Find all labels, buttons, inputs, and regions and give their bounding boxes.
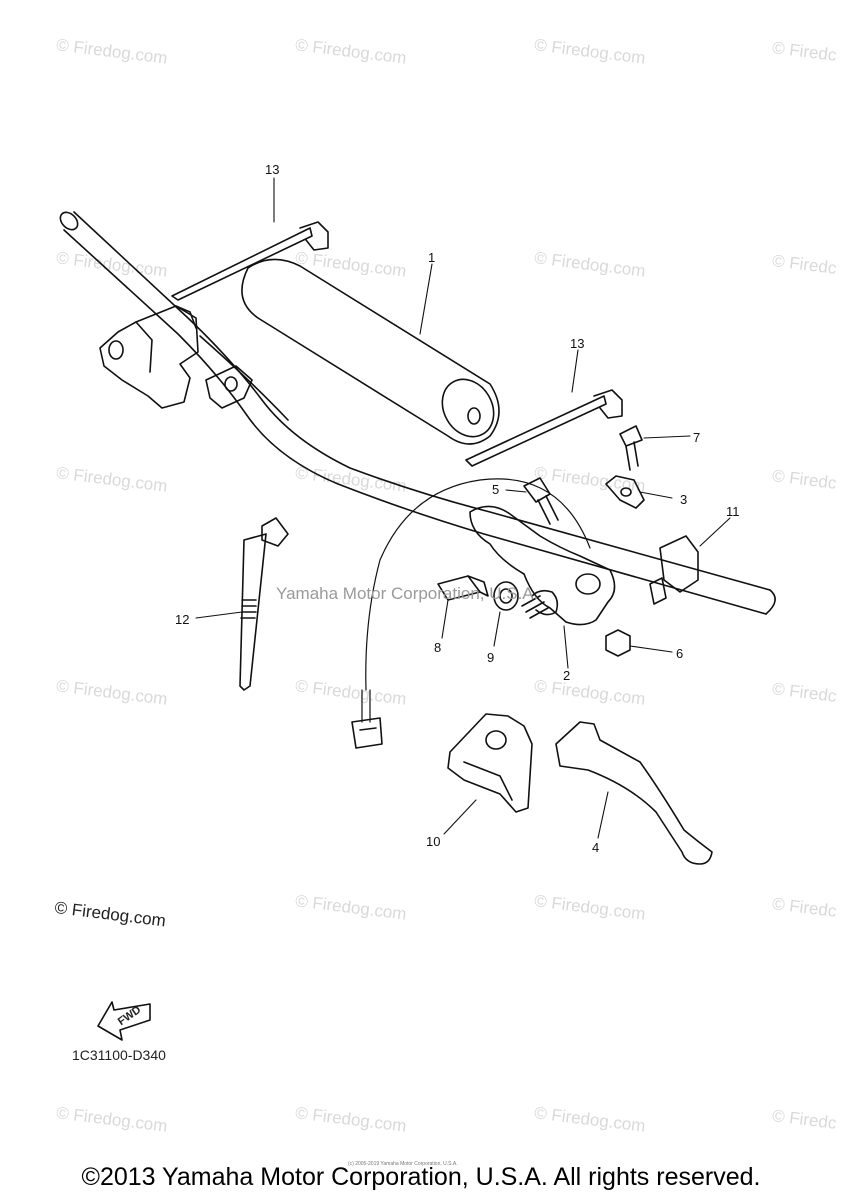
- cable-tie-12: [239, 517, 289, 691]
- handlebar: [59, 211, 776, 615]
- bracket-3: [605, 475, 645, 509]
- bolt-7: [619, 425, 643, 471]
- cable-guide-lower: [465, 389, 623, 467]
- callout-4: 4: [592, 840, 600, 855]
- collar-9: [493, 581, 519, 611]
- copyright-notice: ©2013 Yamaha Motor Corporation, U.S.A. A…: [81, 1163, 761, 1191]
- cable-guide-upper: [171, 221, 329, 301]
- hot-start-lever-11: [649, 535, 699, 605]
- callout-5: 5: [492, 482, 500, 497]
- callout-3: 3: [680, 492, 688, 507]
- callout-leaders: [195, 177, 731, 839]
- callout-13-upper: 13: [265, 162, 280, 177]
- fwd-arrow-icon: [97, 1001, 151, 1041]
- bar-clamp: [205, 365, 253, 409]
- callout-1: 1: [428, 250, 436, 265]
- lever-holder: [469, 505, 616, 626]
- callout-8: 8: [434, 640, 442, 655]
- clutch-lever-4: [555, 721, 713, 865]
- callout-12: 12: [175, 612, 190, 627]
- callout-10: 10: [426, 834, 441, 849]
- callout-13-lower: 13: [570, 336, 585, 351]
- callout-2: 2: [563, 668, 571, 683]
- callout-9: 9: [487, 650, 495, 665]
- callout-6: 6: [676, 646, 684, 661]
- handlebar-pad: [241, 258, 500, 445]
- left-switch-housing: [99, 305, 199, 409]
- diagram-code: 1C31100-D340: [72, 1047, 166, 1063]
- callout-7: 7: [693, 430, 701, 445]
- bolt-8: [437, 575, 489, 601]
- center-watermark: Yamaha Motor Corporation, U.S.A.: [276, 584, 539, 603]
- tiny-credit: (c) 2005-2019 Yamaha Motor Corporation, …: [348, 1161, 458, 1167]
- nut-6: [605, 629, 631, 657]
- bolt-5: [523, 477, 559, 525]
- lever-cover-10: [447, 713, 533, 813]
- callout-11: 11: [726, 504, 740, 519]
